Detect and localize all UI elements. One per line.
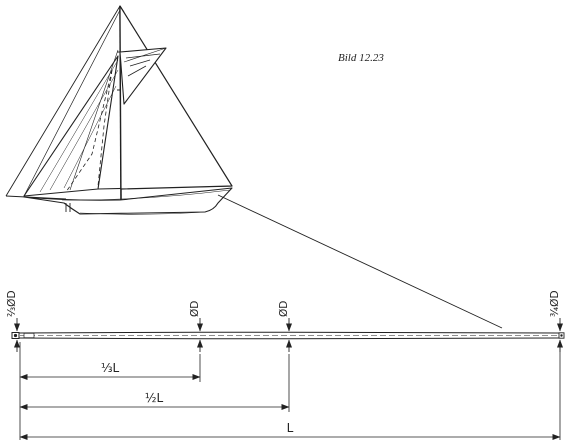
leader-line	[217, 194, 503, 329]
figure-label: Bild 12.23	[338, 52, 384, 64]
gaff-topsail	[119, 47, 167, 105]
diameter-label-third: ØD	[189, 301, 201, 317]
length-label-full: L	[287, 421, 294, 435]
sailboat-illustration	[5, 5, 233, 215]
forestay	[5, 5, 121, 197]
length-label-half: ½L	[145, 391, 164, 405]
hull	[23, 187, 233, 215]
diameter-label-left: ⅔ØD	[6, 290, 18, 317]
spar	[11, 331, 565, 340]
mainsail	[119, 5, 233, 190]
diameter-label-right: ¾ØD	[549, 290, 561, 317]
staysail-dashed	[65, 69, 113, 193]
diameter-label-half: ØD	[278, 301, 290, 317]
length-dimensions	[19, 342, 561, 440]
jib	[23, 55, 119, 197]
diameter-markers	[14, 318, 563, 352]
bowsprit	[5, 195, 67, 200]
length-label-third: ⅓L	[101, 361, 120, 375]
